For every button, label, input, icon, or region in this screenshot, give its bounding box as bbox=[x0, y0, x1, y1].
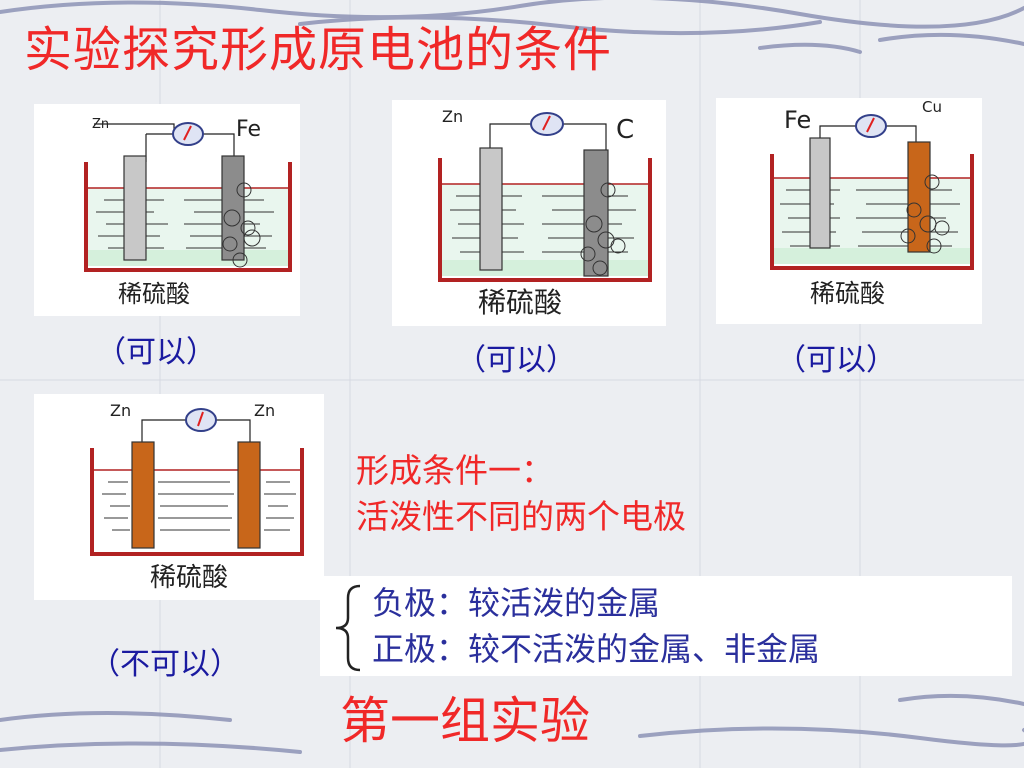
left-electrode-label: Zn bbox=[92, 117, 109, 132]
galvanometer-icon bbox=[172, 122, 204, 146]
result-label-zn-fe: （可以） bbox=[96, 335, 216, 370]
left-brace-icon bbox=[335, 584, 361, 672]
beaker-diagram: Fe Cu 稀硫酸 bbox=[770, 98, 974, 308]
beaker-diagram: Zn Zn 稀硫酸 bbox=[90, 401, 304, 593]
condition-heading: 形成条件一： bbox=[356, 451, 554, 490]
solution-label: 稀硫酸 bbox=[118, 280, 190, 308]
experiment-panel-zn-fe: Zn Fe 稀硫酸 bbox=[34, 104, 300, 316]
result-label-zn-c: （可以） bbox=[456, 343, 576, 378]
solution-label: 稀硫酸 bbox=[478, 286, 562, 319]
slide-footer-title: 第一组实验 bbox=[340, 692, 590, 750]
left-electrode-label: Fe bbox=[784, 106, 811, 134]
bubble-icon bbox=[222, 182, 261, 268]
result-label-zn-zn: （不可以） bbox=[90, 647, 240, 682]
right-electrode-label: C bbox=[616, 115, 634, 145]
solution-label: 稀硫酸 bbox=[810, 279, 885, 308]
negative-electrode-note: 负极：较活泼的金属 bbox=[372, 584, 661, 622]
galvanometer-icon bbox=[855, 114, 887, 138]
beaker-diagram: Zn C 稀硫酸 bbox=[438, 107, 652, 319]
left-electrode-label: Zn bbox=[442, 107, 463, 126]
right-electrode-label: Cu bbox=[922, 98, 942, 116]
left-electrode-label: Zn bbox=[110, 401, 131, 420]
galvanometer-icon bbox=[185, 408, 217, 432]
result-label-fe-cu: （可以） bbox=[776, 343, 896, 378]
condition-block: 形成条件一： 活泼性不同的两个电极 bbox=[356, 448, 686, 540]
right-electrode-label: Zn bbox=[254, 401, 275, 420]
beaker-diagram: Zn Fe 稀硫酸 bbox=[84, 117, 292, 308]
slide-title: 实验探究形成原电池的条件 bbox=[24, 22, 613, 78]
positive-electrode-note: 正极：较不活泼的金属、非金属 bbox=[372, 630, 821, 668]
bubble-icon bbox=[580, 182, 626, 276]
right-electrode-label: Fe bbox=[236, 117, 261, 142]
solution-label: 稀硫酸 bbox=[150, 563, 228, 593]
electrode-note-box bbox=[320, 576, 1012, 676]
bubble-icon bbox=[900, 174, 950, 254]
experiment-panel-fe-cu: Fe Cu 稀硫酸 bbox=[716, 98, 982, 324]
condition-text: 活泼性不同的两个电极 bbox=[356, 497, 686, 536]
galvanometer-icon bbox=[530, 112, 564, 136]
electrode-notes: 负极：较活泼的金属 正极：较不活泼的金属、非金属 bbox=[372, 580, 820, 672]
experiment-panel-zn-zn: Zn Zn 稀硫酸 bbox=[34, 394, 324, 600]
experiment-panel-zn-c: Zn C 稀硫酸 bbox=[392, 100, 666, 326]
